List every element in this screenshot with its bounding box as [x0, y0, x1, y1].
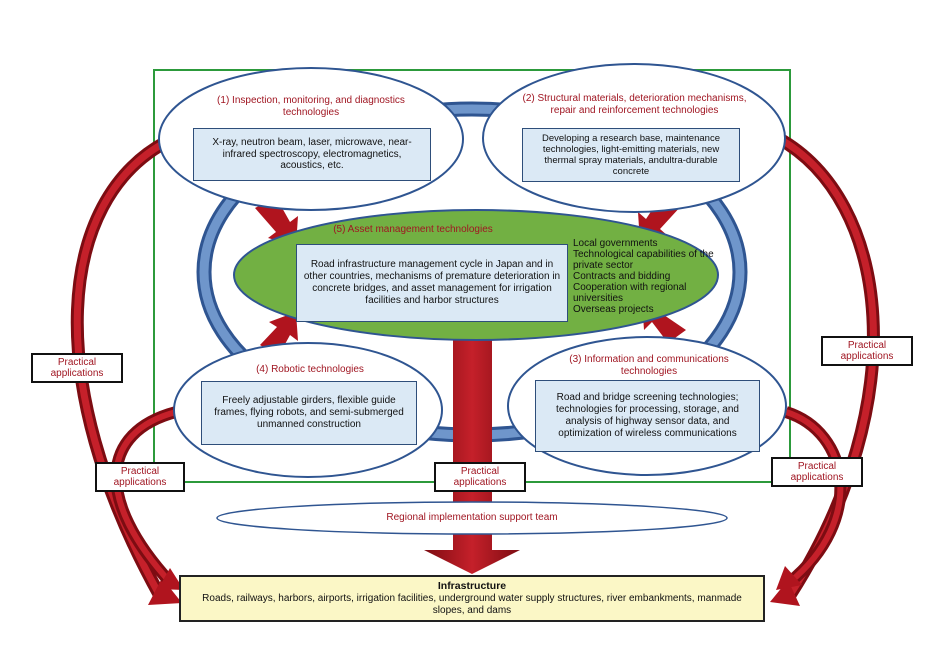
- infrastructure-title: Infrastructure: [437, 580, 507, 592]
- practical-applications-label: Practical applications: [821, 336, 913, 366]
- asset-detail-box: Road infrastructure management cycle in …: [296, 244, 568, 322]
- robotic-detail-box: Freely adjustable girders, flexible guid…: [201, 381, 417, 445]
- side-list-item: Contracts and bidding: [573, 271, 671, 282]
- structural-title: (2) Structural materials, deterioration …: [522, 93, 747, 116]
- practical-applications-label: Practical applications: [95, 462, 185, 492]
- right-inner-application-arrow-core: [785, 409, 844, 585]
- ict-detail-box: Road and bridge screening technologies; …: [535, 380, 760, 452]
- infrastructure-box: Infrastructure Roads, railways, harbors,…: [179, 575, 765, 622]
- right-inner-arrowhead: [776, 566, 802, 590]
- ict-title: (3) Information and communications techn…: [569, 354, 729, 377]
- side-list-item: Local governments: [573, 238, 658, 249]
- infrastructure-detail: Roads, railways, harbors, airports, irri…: [202, 592, 742, 616]
- left-outer-arrowhead: [148, 578, 182, 605]
- side-list-item: Cooperation with regional universities: [573, 282, 687, 304]
- structural-detail-box: Developing a research base, maintenance …: [522, 128, 740, 182]
- practical-applications-label: Practical applications: [771, 457, 863, 487]
- inspection-title: (1) Inspection, monitoring, and diagnost…: [217, 95, 405, 118]
- central-down-arrow: [424, 318, 520, 574]
- left-inner-arrowhead: [158, 568, 184, 590]
- asset-side-list: Local governments Technological capabili…: [573, 238, 723, 315]
- regional-team-node: [216, 501, 728, 535]
- asset-title: (5) Asset management technologies: [333, 224, 493, 235]
- regional-team-label: Regional implementation support team: [386, 512, 558, 523]
- practical-applications-label: Practical applications: [434, 462, 526, 492]
- inspection-detail-box: X-ray, neutron beam, laser, microwave, n…: [193, 128, 431, 181]
- side-list-item: Technological capabilities of the privat…: [573, 249, 714, 271]
- practical-applications-label: Practical applications: [31, 353, 123, 383]
- robotic-title: (4) Robotic technologies: [256, 364, 364, 375]
- right-outer-application-arrow-core: [776, 134, 877, 597]
- side-list-item: Overseas projects: [573, 304, 654, 315]
- right-outer-arrowhead: [770, 580, 800, 606]
